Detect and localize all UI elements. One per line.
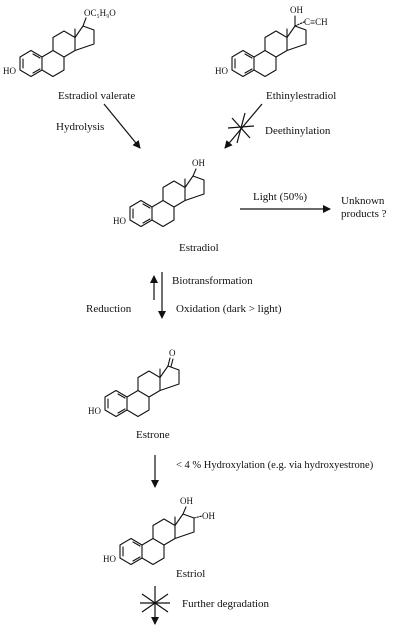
estriol-oh-2: OH — [202, 511, 215, 521]
further-degradation-blocked-cross — [140, 593, 170, 613]
deethinylation-arrow — [224, 103, 263, 149]
light-label: Light (50%) — [253, 191, 307, 203]
estradiol-structure: HO OH — [113, 158, 205, 228]
estradiol-oh: OH — [192, 158, 205, 168]
deethinylation-label: Deethinylation — [265, 125, 331, 137]
hydroxylation-label: < 4 % Hydroxylation (e.g. via hydroxyest… — [176, 460, 374, 471]
ethinylestradiol-oh: OH — [290, 5, 303, 15]
deethinylation-blocked-cross — [227, 112, 255, 144]
unknown-products-line2: products ? — [341, 208, 387, 220]
estriol-ho: HO — [103, 554, 116, 564]
estriol-name: Estriol — [176, 568, 205, 580]
estradiol-valerate-ho: HO — [3, 66, 16, 76]
estrone-ho: HO — [88, 406, 101, 416]
unknown-products-line1: Unknown — [341, 195, 385, 207]
hydrolysis-label: Hydrolysis — [56, 121, 104, 133]
estradiol-name: Estradiol — [179, 242, 219, 254]
estradiol-valerate-structure: HO OC₅H₉O — [3, 8, 116, 78]
ethinylestradiol-name: Ethinylestradiol — [266, 90, 336, 102]
estriol-oh: OH — [180, 496, 193, 506]
hydrolysis-arrow — [103, 103, 141, 149]
estradiol-valerate-name: Estradiol valerate — [58, 90, 135, 102]
estrone-name: Estrone — [136, 429, 170, 441]
further-degradation-label: Further degradation — [182, 598, 270, 610]
estradiol-valerate-ester-label: OC₅H₉O — [84, 8, 116, 18]
ethinylestradiol-ethynyl-label: C≡CH — [304, 17, 328, 27]
ethinylestradiol-structure: HO OH C≡CH — [215, 5, 328, 78]
estradiol-ho: HO — [113, 216, 126, 226]
estrone-o: O — [169, 348, 176, 358]
biotransformation-label: Biotransformation — [172, 275, 253, 287]
reduction-label: Reduction — [86, 303, 132, 315]
ethinylestradiol-ho: HO — [215, 66, 228, 76]
estrone-structure: HO O — [88, 348, 180, 418]
oxidation-label: Oxidation (dark > light) — [176, 303, 282, 315]
estriol-structure: HO OH OH — [103, 496, 215, 566]
